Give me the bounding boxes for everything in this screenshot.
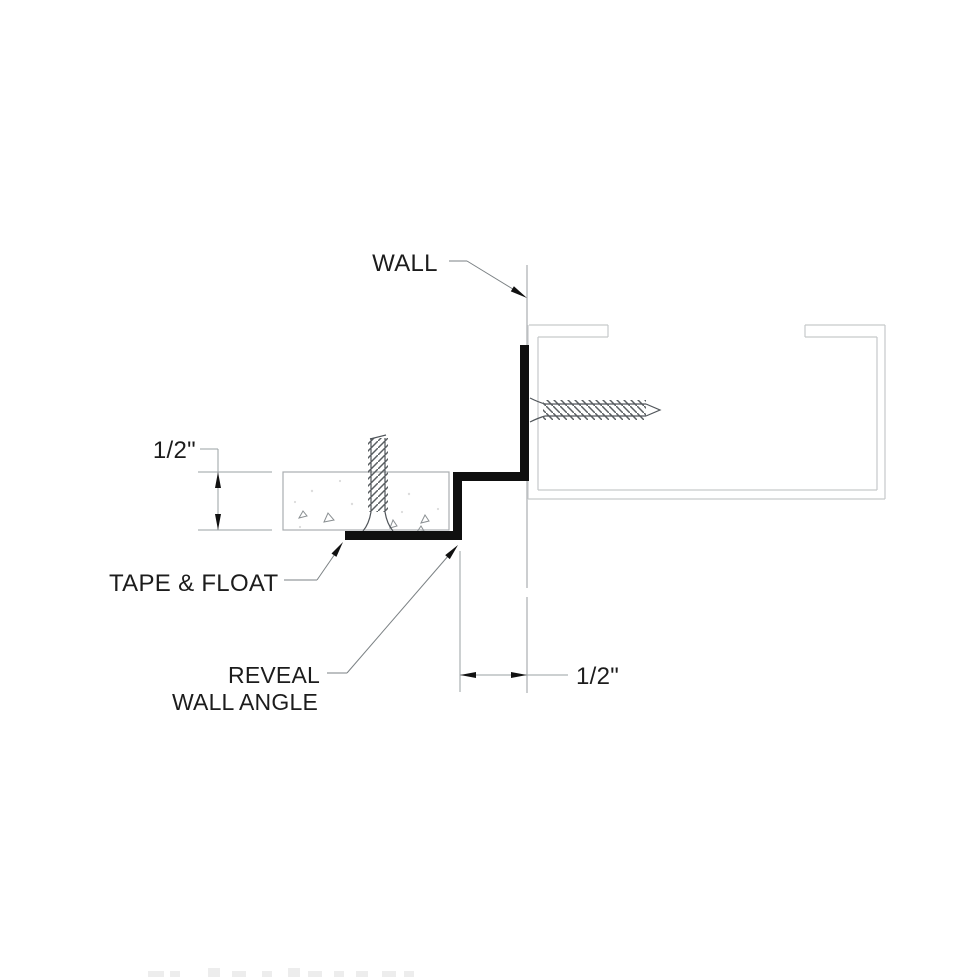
tape-float-leader-arrowhead [331, 542, 343, 557]
reveal-width-dimension-text: 1/2" [576, 663, 619, 690]
board-thickness-dimension-text: 1/2" [153, 437, 196, 464]
wall-label: WALL [372, 250, 438, 277]
board-thickness-dimension: 1/2" [153, 437, 272, 531]
horizontal-screw [529, 397, 662, 423]
metal-stud-section [527, 324, 886, 500]
vertical-screw [362, 434, 394, 532]
tape-float-callout: TAPE & FLOAT [109, 542, 343, 597]
reveal-angle-label-line2: WALL ANGLE [172, 689, 318, 715]
tape-float-leader-line [284, 550, 338, 581]
wall-callout: WALL [372, 250, 527, 298]
tape-float-label: TAPE & FLOAT [109, 570, 278, 597]
reveal-width-dimension: 1/2" [459, 551, 619, 692]
reveal-angle-leader-arrowhead [445, 545, 458, 560]
cropped-footer-text-remnant [148, 968, 414, 977]
reveal-angle-leader-line [327, 554, 450, 674]
board-thickness-dimension-arrows [215, 472, 221, 530]
reveal-angle-label-line1: REVEAL [228, 662, 320, 688]
reveal-wall-angle-callout: REVEAL WALL ANGLE [172, 545, 458, 715]
wall-leader-arrowhead [510, 286, 527, 298]
reveal-wall-angle-profile [345, 345, 529, 540]
gypsum-speckles [293, 479, 440, 529]
wall-leader-line [449, 260, 522, 295]
gypsum-board [282, 471, 450, 533]
reveal-width-dimension-arrows [460, 672, 527, 678]
reveal-width-dimension-lines [459, 551, 568, 692]
board-thickness-dimension-lines [198, 448, 272, 531]
